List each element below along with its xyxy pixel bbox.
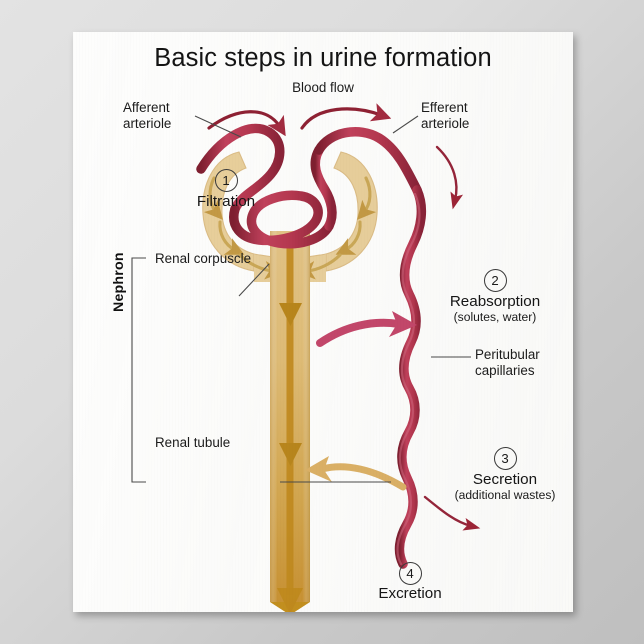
step-label-1: Filtration (196, 193, 256, 210)
step-reabsorption: 2 Reabsorption (solutes, water) (425, 269, 565, 325)
page-title: Basic steps in urine formation (154, 44, 492, 72)
blood-flow-arrows (207, 103, 392, 137)
step-number-2: 2 (483, 269, 507, 292)
renal-tubule-shape (270, 231, 310, 612)
step-number-1: 1 (214, 169, 238, 192)
step-sub-2: (solutes, water) (453, 309, 537, 324)
afferent-arteriole-label: Afferent arteriole (123, 100, 172, 131)
efferent-arteriole-label: Efferent arteriole (421, 100, 470, 131)
step-label-3: Secretion (472, 471, 538, 488)
peritubular-capillaries-label: Peritubular capillaries (475, 347, 540, 379)
vessel-direction-arrows (423, 145, 481, 531)
step-number-4: 4 (398, 562, 422, 585)
step-secretion: 3 Secretion (additional wastes) (441, 447, 569, 503)
leader-lines (131, 115, 471, 483)
step-label-2: Reabsorption (449, 293, 541, 310)
nephron-label: Nephron (111, 252, 127, 312)
vessel-highlight (396, 192, 421, 566)
step-number-3: 3 (493, 447, 517, 470)
step-filtration: 1 Filtration (171, 169, 281, 211)
blood-vessel-path (196, 123, 427, 569)
step-excretion: 4 Excretion (351, 562, 469, 603)
reabsorption-arrow (316, 311, 417, 347)
tubule-flow-arrow (277, 247, 303, 612)
nephron-diagram (131, 103, 481, 612)
secretion-arrow (305, 456, 407, 491)
step-label-4: Excretion (378, 585, 442, 602)
poster-sheet: Basic steps in urine formation Blood flo… (73, 32, 573, 612)
step-sub-3: (additional wastes) (454, 487, 556, 502)
renal-tubule-label: Renal tubule (155, 435, 231, 450)
renal-corpuscle-label: Renal corpuscle (155, 251, 252, 266)
blood-flow-label: Blood flow (292, 80, 354, 95)
